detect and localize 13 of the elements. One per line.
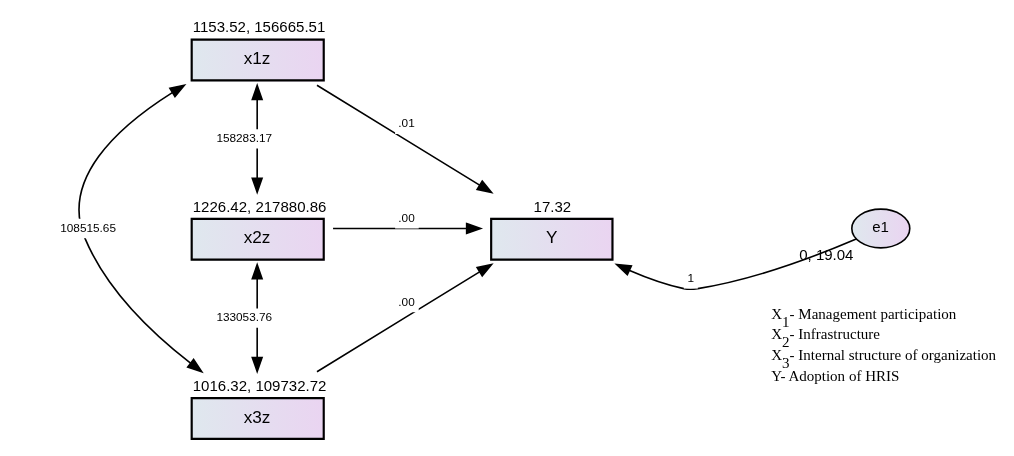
edge-label: 158283.17: [216, 130, 273, 145]
edge-label: .00: [398, 210, 415, 225]
node-label: 1226.42, 217880.86: [192, 197, 327, 215]
node-label: 1153.52, 156665.51: [192, 17, 326, 35]
label: Y- Adoption of HRIS: [771, 367, 900, 384]
edge-label: 108515.65: [60, 220, 116, 235]
edge-label: .01: [398, 115, 415, 130]
edge-label: .00: [398, 294, 415, 309]
node-label: 1016.32, 109732.72: [192, 376, 327, 394]
node-label: 0, 19.04: [799, 245, 854, 263]
node-label: 17.32: [533, 197, 572, 215]
edge-label: 1: [687, 270, 695, 285]
edge-label: 133053.76: [216, 309, 273, 324]
